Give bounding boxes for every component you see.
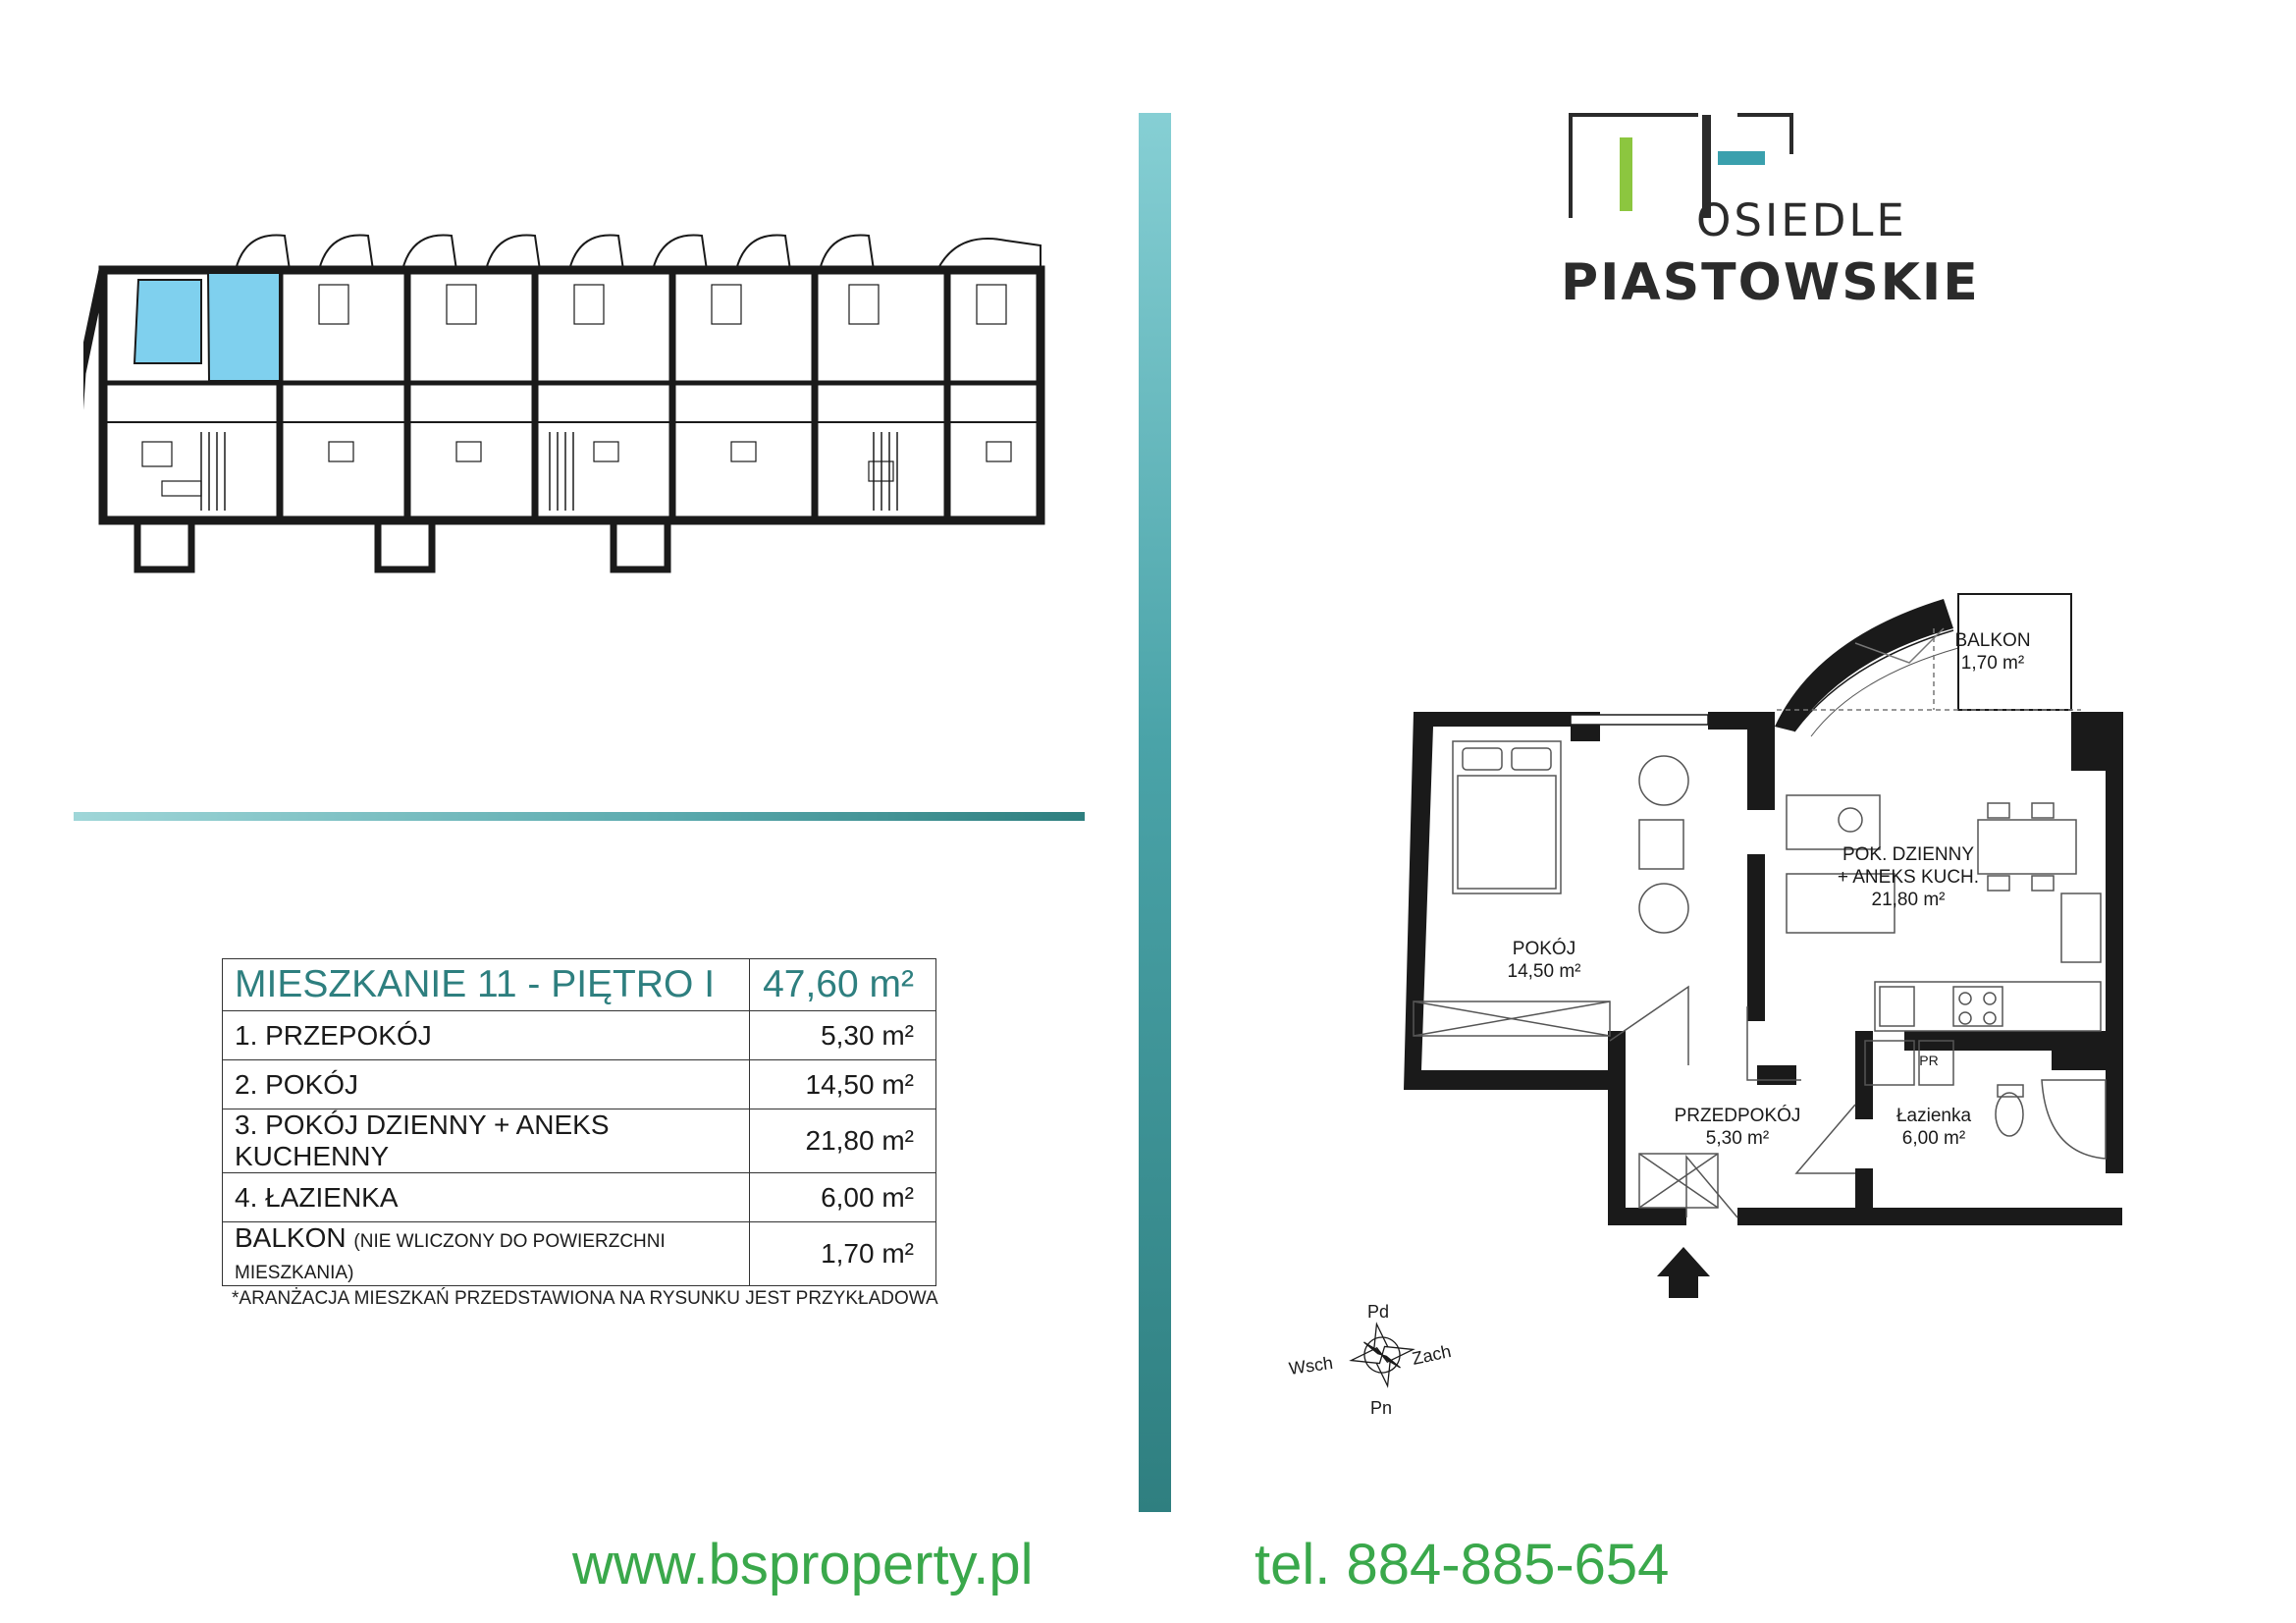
logo-mark [1569, 113, 1793, 218]
building-floor-plan [83, 234, 1045, 573]
living-room-label-2: + ANEKS KUCH. [1838, 867, 1979, 888]
compass-north: Pd [1367, 1302, 1389, 1322]
footnote: *ARANŻACJA MIESZKAŃ PRZEDSTAWIONA NA RYS… [232, 1288, 938, 1309]
balkon-area: 1,70 m² [1961, 653, 2024, 674]
balcony-note: (NIE WLICZONY DO POWIERZCHNI MIESZKANIA) [235, 1231, 666, 1283]
compass-west: Wsch [1288, 1353, 1334, 1379]
logo-line-2: PIASTOWSKIE [1561, 253, 1980, 312]
room-area: 14,50 m² [749, 1059, 936, 1109]
vertical-divider [1139, 113, 1171, 1512]
room-label: 3. POKÓJ DZIENNY + ANEKS KUCHENNY [222, 1109, 750, 1173]
area-table: MIESZKANIE 11 - PIĘTRO I 47,60 m² 1. PRZ… [222, 958, 936, 1286]
horizontal-divider [74, 812, 1085, 821]
pr-label: PR [1919, 1053, 1938, 1068]
compass-south: Pn [1370, 1398, 1392, 1418]
room-area: 5,30 m² [749, 1010, 936, 1060]
room-label: 4. ŁAZIENKA [222, 1172, 750, 1222]
table-row: 2. POKÓJ 14,50 m² [222, 1059, 936, 1109]
table-header-row: MIESZKANIE 11 - PIĘTRO I 47,60 m² [222, 958, 936, 1011]
hall-label: PRZEDPOKÓJ [1675, 1105, 1801, 1126]
living-room-label-1: POK. DZIENNY [1842, 844, 1974, 865]
apartment-total-area: 47,60 m² [749, 958, 936, 1011]
logo-line-1: OSIEDLE [1696, 194, 1907, 246]
compass-east: Zach [1411, 1341, 1453, 1369]
highlighted-apartment [133, 272, 281, 382]
website-link[interactable]: www.bsproperty.pl [572, 1533, 1034, 1596]
room-area: 6,00 m² [749, 1172, 936, 1222]
bathroom-label: Łazienka [1896, 1106, 1971, 1126]
table-row: BALKON (NIE WLICZONY DO POWIERZCHNI MIES… [222, 1221, 936, 1286]
table-row: 1. PRZEPOKÓJ 5,30 m² [222, 1010, 936, 1060]
room-label: 2. POKÓJ [222, 1059, 750, 1109]
balkon-label: BALKON [1954, 630, 2030, 651]
balcony-cell: BALKON (NIE WLICZONY DO POWIERZCHNI MIES… [222, 1221, 750, 1286]
room-label: POKÓJ [1513, 938, 1575, 959]
room-area: 21,80 m² [749, 1109, 936, 1173]
room-area: 14,50 m² [1508, 961, 1581, 982]
apartment-floor-plan: BALKON 1,70 m² POK. DZIENNY + ANEKS KUCH… [1404, 593, 2123, 1298]
phone-number[interactable]: tel. 884-885-654 [1255, 1533, 1670, 1596]
table-row: 4. ŁAZIENKA 6,00 m² [222, 1172, 936, 1222]
hall-area: 5,30 m² [1706, 1128, 1769, 1149]
room-label: 1. PRZEPOKÓJ [222, 1010, 750, 1060]
living-room-area: 21,80 m² [1872, 890, 1946, 910]
compass-rose: Pd Pn Zach Wsch [1288, 1302, 1453, 1418]
balcony-label: BALKON [235, 1222, 347, 1253]
balcony-area: 1,70 m² [749, 1221, 936, 1286]
apartment-title: MIESZKANIE 11 - PIĘTRO I [222, 958, 750, 1011]
table-row: 3. POKÓJ DZIENNY + ANEKS KUCHENNY 21,80 … [222, 1109, 936, 1173]
bathroom-area: 6,00 m² [1902, 1128, 1965, 1149]
